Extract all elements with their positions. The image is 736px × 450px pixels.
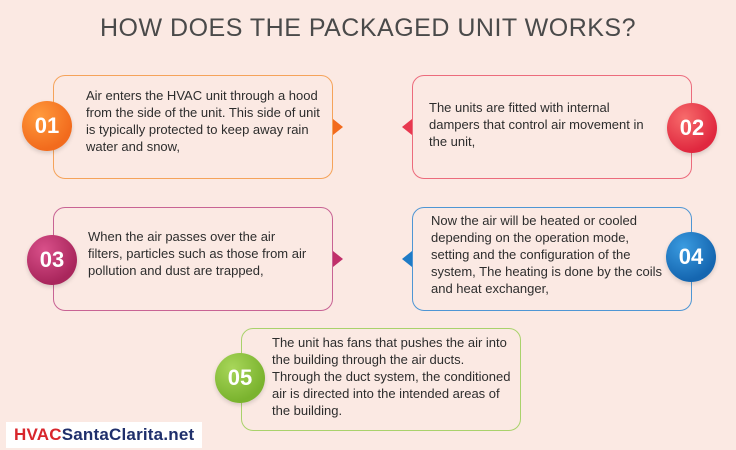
step-text-02: The units are fitted with internal dampe… bbox=[429, 100, 644, 149]
step-card-04: Now the air will be heated or cooled dep… bbox=[412, 207, 692, 311]
page-title: HOW DOES THE PACKAGED UNIT WORKS? bbox=[99, 14, 637, 42]
step-card-03: When the air passes over the air filters… bbox=[53, 207, 333, 311]
step-text-01: Air enters the HVAC unit through a hood … bbox=[86, 88, 320, 154]
step-badge-01: 01 bbox=[22, 101, 72, 151]
brand-part-domain: SantaClarita.net bbox=[61, 425, 195, 444]
step-card-01: Air enters the HVAC unit through a hood … bbox=[53, 75, 333, 179]
arrow-right-icon bbox=[333, 119, 343, 135]
arrow-left-icon bbox=[402, 119, 412, 135]
step-text-05: The unit has fans that pushes the air in… bbox=[272, 335, 511, 418]
step-card-02: The units are fitted with internal dampe… bbox=[412, 75, 692, 179]
step-badge-02: 02 bbox=[667, 103, 717, 153]
step-badge-05: 05 bbox=[215, 353, 265, 403]
brand-part-hvac: HVAC bbox=[14, 425, 62, 444]
step-text-04: Now the air will be heated or cooled dep… bbox=[431, 213, 662, 296]
arrow-left-icon bbox=[402, 251, 412, 267]
step-badge-04: 04 bbox=[666, 232, 716, 282]
step-text-03: When the air passes over the air filters… bbox=[88, 229, 307, 278]
step-card-05: The unit has fans that pushes the air in… bbox=[241, 328, 521, 431]
step-badge-03: 03 bbox=[27, 235, 77, 285]
arrow-right-icon bbox=[333, 251, 343, 267]
